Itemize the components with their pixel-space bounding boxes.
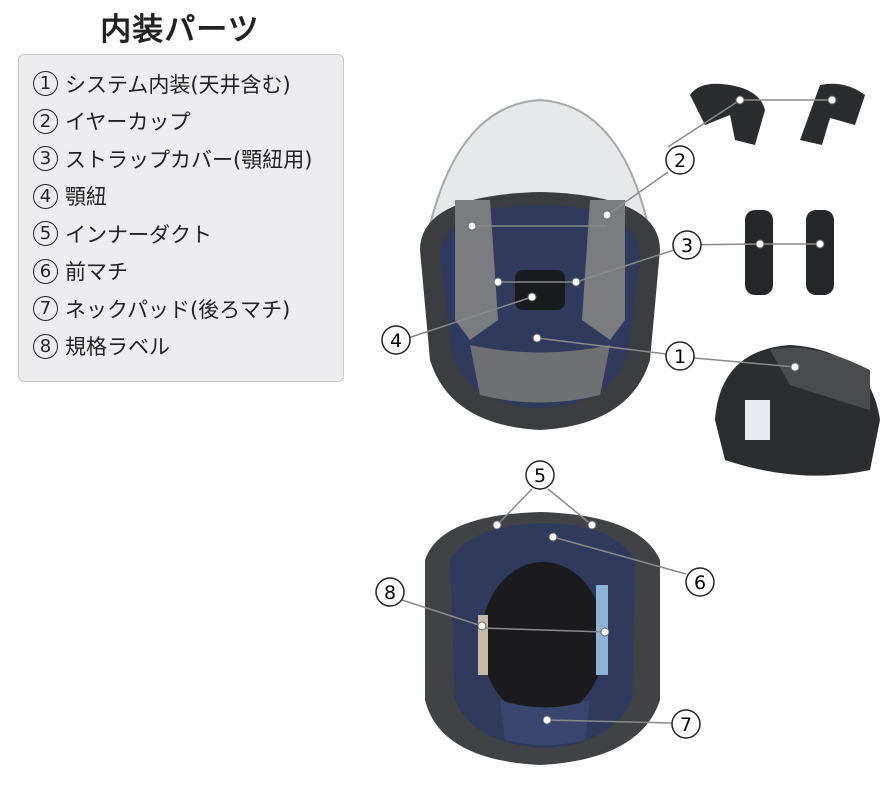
- svg-text:8: 8: [384, 582, 396, 604]
- number-badge: 4: [33, 183, 58, 209]
- callout-8: 8: [375, 577, 405, 607]
- callout-7: 7: [671, 709, 701, 739]
- svg-text:4: 4: [390, 330, 402, 352]
- ear-cup-right: [582, 200, 625, 340]
- number-badge: 2: [33, 108, 58, 134]
- number-badge: 5: [33, 221, 58, 247]
- standard-label: [478, 615, 488, 675]
- legend-item-chin-strap: 4 顎紐: [33, 178, 343, 216]
- ear-cup-left: [455, 200, 498, 340]
- legend-label: 規格ラベル: [65, 335, 170, 360]
- legend-item-system-liner: 1 システム内装(天井含む): [33, 65, 343, 103]
- svg-text:3: 3: [681, 235, 693, 257]
- legend-label: イヤーカップ: [65, 110, 191, 135]
- number-badge: 8: [33, 333, 58, 359]
- number-badge: 3: [33, 146, 58, 172]
- ear-cup-part-right: [800, 83, 865, 145]
- svg-text:6: 6: [694, 572, 706, 594]
- neck-pad: [470, 345, 610, 403]
- chin-strap: [515, 270, 565, 310]
- callout-3: 3: [672, 230, 702, 260]
- leader-lines: [401, 99, 832, 724]
- callout-1: 1: [665, 341, 695, 371]
- svg-text:5: 5: [534, 465, 546, 487]
- helmet-bottom-view: [425, 512, 660, 765]
- number-badge: 1: [33, 71, 58, 97]
- leader-dots: [467, 95, 837, 725]
- legend-item-strap-cover: 3 ストラップカバー(顎紐用): [33, 140, 343, 178]
- svg-text:1: 1: [674, 346, 686, 368]
- shield-visor: [428, 98, 650, 226]
- legend-label: システム内装(天井含む): [65, 72, 291, 97]
- helmet-front-view: [420, 98, 660, 430]
- legend-label: インナーダクト: [65, 222, 212, 247]
- callout-5: 5: [525, 460, 555, 490]
- page-title: 内装パーツ: [100, 12, 260, 48]
- legend-item-standard-label: 8 規格ラベル: [33, 328, 343, 366]
- legend-label: ストラップカバー(顎紐用): [65, 147, 313, 172]
- legend-label: ネックパッド(後ろマチ): [65, 297, 291, 322]
- legend-item-inner-duct: 5 インナーダクト: [33, 215, 343, 253]
- callout-4: 4: [381, 325, 411, 355]
- strap-cover-left: [745, 210, 773, 295]
- legend-item-neck-pad: 7 ネックパッド(後ろマチ): [33, 290, 343, 328]
- svg-text:2: 2: [674, 150, 686, 172]
- strap-cover-right: [806, 210, 834, 295]
- callout-6: 6: [685, 567, 715, 597]
- number-badge: 6: [33, 258, 58, 284]
- parts-legend: 1 システム内装(天井含む) 2 イヤーカップ 3 ストラップカバー(顎紐用) 4 顎紐…: [18, 54, 344, 382]
- ear-cup-part-left: [690, 83, 765, 145]
- ear-cups-parts: [690, 83, 865, 145]
- callout-2: 2: [665, 145, 695, 175]
- eps-liner: [481, 562, 605, 718]
- number-badge: 7: [33, 296, 58, 322]
- legend-item-front-pad: 6 前マチ: [33, 253, 343, 291]
- svg-text:7: 7: [680, 714, 692, 736]
- legend-label: 前マチ: [65, 260, 128, 285]
- liner-label: [745, 400, 770, 440]
- legend-item-ear-cup: 2 イヤーカップ: [33, 103, 343, 141]
- legend-label: 顎紐: [65, 185, 107, 210]
- strap-cover-parts: [745, 210, 834, 295]
